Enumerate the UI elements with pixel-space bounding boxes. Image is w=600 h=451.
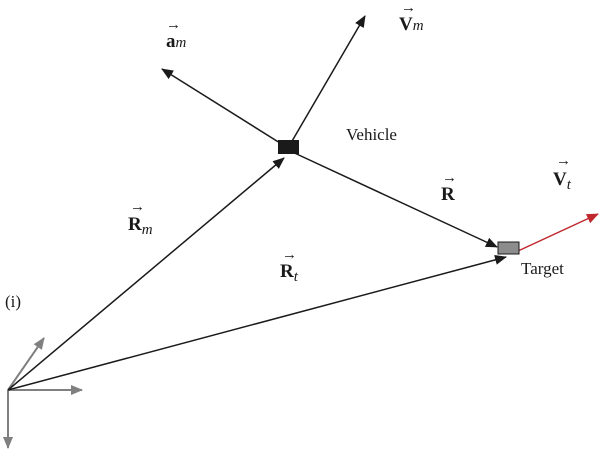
target-body xyxy=(497,241,520,255)
label-vm-arrow: → xyxy=(401,0,416,16)
frame-label: (i) xyxy=(5,292,21,311)
vector-vt xyxy=(517,213,599,252)
vector-r xyxy=(287,149,498,248)
label-vt: → Vt xyxy=(553,153,572,193)
label-rt: → Rt xyxy=(280,247,299,285)
label-rm-arrow: → xyxy=(130,199,145,215)
vector-vm xyxy=(287,15,366,149)
vector-am xyxy=(161,68,289,149)
label-r-arrow: → xyxy=(442,170,457,186)
label-rm: → Rm xyxy=(128,199,153,238)
label-vt-sub: t xyxy=(567,177,572,193)
svg-text:R: R xyxy=(441,184,455,205)
target-label: Target xyxy=(521,259,564,278)
label-rt-sub: t xyxy=(294,269,299,285)
label-am-arrow: → xyxy=(166,17,181,33)
label-rm-sub: m xyxy=(142,222,153,238)
label-r: → R xyxy=(441,170,457,205)
svg-text:Vt: Vt xyxy=(553,169,572,193)
label-rm-main: R xyxy=(128,214,142,235)
vector-rm xyxy=(7,157,285,391)
vehicle-label: Vehicle xyxy=(346,125,397,144)
label-vm-main: V xyxy=(399,14,413,35)
vector-rt xyxy=(7,255,507,391)
label-am: → am xyxy=(166,17,187,52)
label-vm: → Vm xyxy=(399,0,424,35)
vehicle-body xyxy=(278,140,299,154)
inertial-frame-axes xyxy=(3,337,83,449)
svg-text:Rm: Rm xyxy=(128,214,153,238)
label-r-main: R xyxy=(441,184,455,205)
label-vm-sub: m xyxy=(413,18,424,34)
label-am-main: a xyxy=(166,31,176,52)
label-vt-arrow: → xyxy=(556,153,571,169)
label-rt-main: R xyxy=(280,261,294,282)
label-am-sub: m xyxy=(176,35,187,51)
label-vt-main: V xyxy=(553,169,567,190)
svg-text:Rt: Rt xyxy=(280,261,299,285)
frame-axis-z xyxy=(7,337,45,391)
svg-text:Vm: Vm xyxy=(399,14,424,35)
svg-text:am: am xyxy=(166,31,187,52)
label-rt-arrow: → xyxy=(282,247,297,263)
